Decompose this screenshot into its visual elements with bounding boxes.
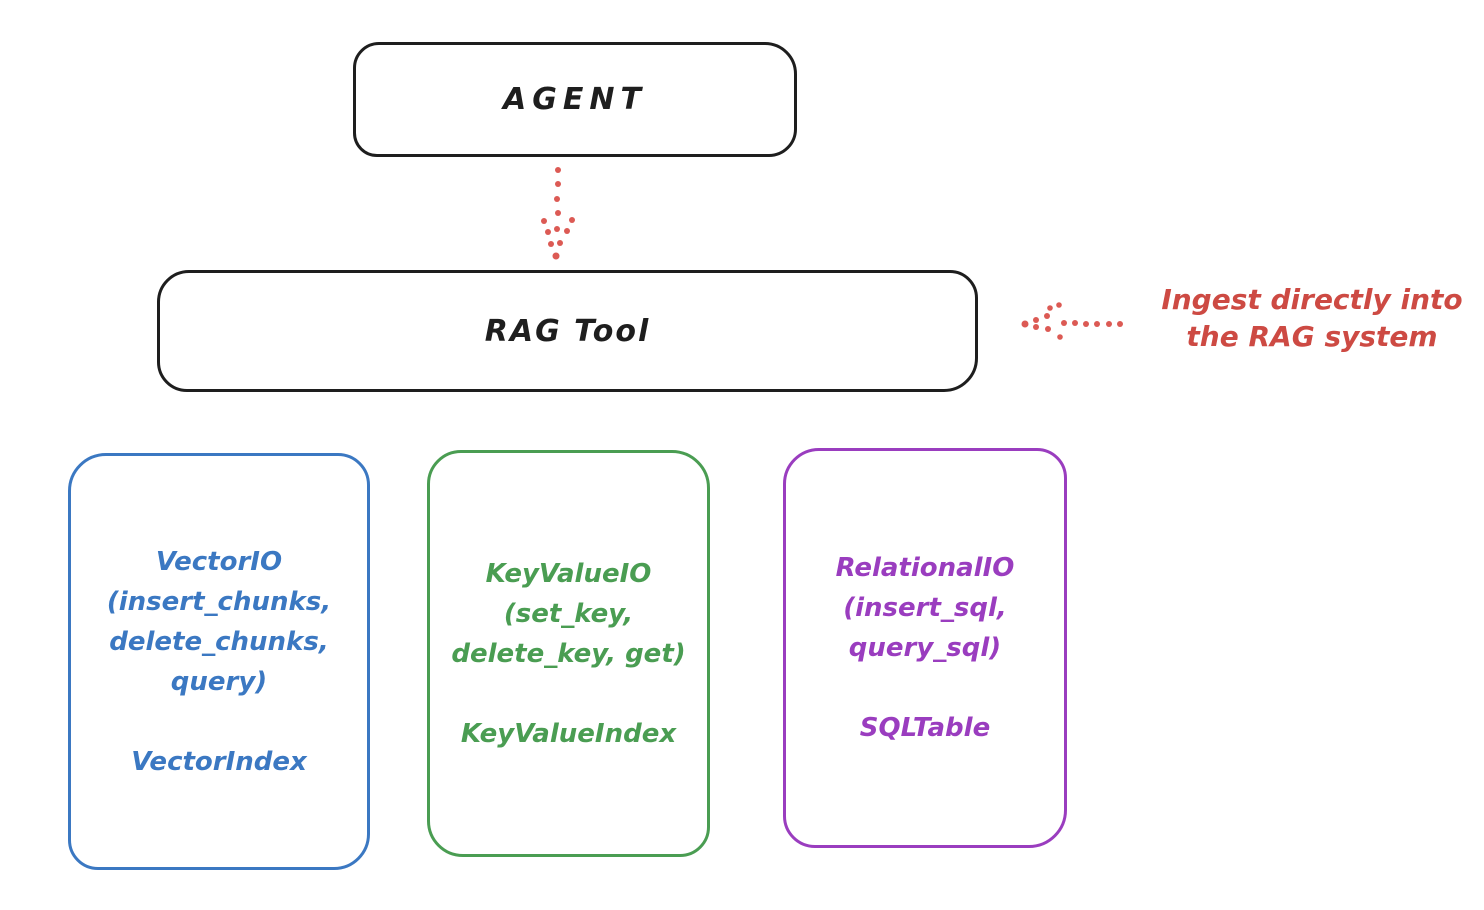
agent-box: AGENT: [353, 42, 797, 157]
agent-label: AGENT: [503, 82, 647, 117]
key-value-io-body: KeyValueIO (set_key, delete_key, get): [451, 558, 686, 669]
storage-box-vector-io: VectorIO (insert_chunks, delete_chunks, …: [68, 453, 370, 870]
ingest-annotation: Ingest directly into the RAG system: [1161, 283, 1463, 353]
dotted-arrow-left-icon: [1021, 302, 1123, 340]
relational-io-body: RelationalIO (insert_sql, query_sql): [835, 553, 1015, 663]
storage-box-relational-io: RelationalIO (insert_sql, query_sql) SQL…: [783, 448, 1067, 848]
dotted-arrow-down-icon: [541, 167, 575, 260]
rag-tool-box: RAG Tool: [157, 270, 978, 392]
key-value-index-label: KeyValueIndex: [460, 718, 677, 749]
vector-io-body: VectorIO (insert_chunks, delete_chunks, …: [106, 546, 332, 697]
storage-box-key-value-io: KeyValueIO (set_key, delete_key, get) Ke…: [427, 450, 710, 857]
sql-table-label: SQLTable: [859, 713, 991, 743]
vector-index-label: VectorIndex: [131, 746, 307, 777]
rag-tool-label: RAG Tool: [484, 313, 651, 349]
